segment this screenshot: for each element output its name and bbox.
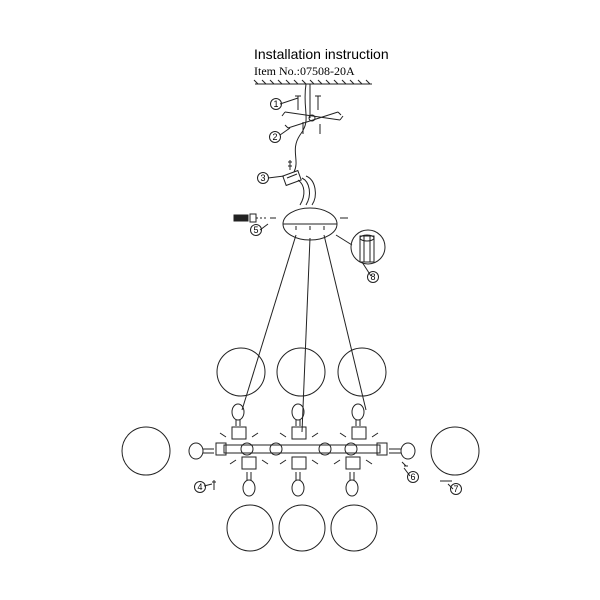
callout-3: 3 <box>260 173 265 183</box>
callout-7: 7 <box>453 484 458 494</box>
bulbs-side <box>188 442 416 460</box>
leader-lines <box>203 97 454 490</box>
sockets-top <box>219 426 379 440</box>
callout-1: 1 <box>273 99 278 109</box>
ceiling <box>253 79 372 85</box>
callout-5: 5 <box>253 225 258 235</box>
callout-2: 2 <box>272 132 277 142</box>
diagram-title: Installation instruction <box>254 46 389 62</box>
callout-4: 4 <box>197 482 202 492</box>
bulbs-bottom <box>242 472 359 497</box>
tool-marks <box>212 461 452 490</box>
sockets-bottom <box>229 456 373 470</box>
globe-row-bottom <box>226 504 378 552</box>
callout-8: 8 <box>370 272 375 282</box>
globe-row-top <box>216 347 387 397</box>
gripper-detail-icon <box>335 229 386 265</box>
bulbs-top <box>231 403 365 426</box>
item-number: Item No.:07508-20A <box>254 64 355 78</box>
callout-6: 6 <box>410 472 415 482</box>
mains-wire <box>293 83 311 173</box>
callout-circles <box>194 98 462 495</box>
wire-connector-icon <box>282 160 316 206</box>
suspension-cables <box>241 234 367 433</box>
mounting-screws-icon <box>295 95 321 110</box>
canopy-icon <box>282 207 338 241</box>
globe-side <box>121 426 480 476</box>
frame-bar <box>215 442 388 456</box>
cable-gripper-icon <box>233 213 348 223</box>
ceiling-bracket-icon <box>281 111 344 134</box>
